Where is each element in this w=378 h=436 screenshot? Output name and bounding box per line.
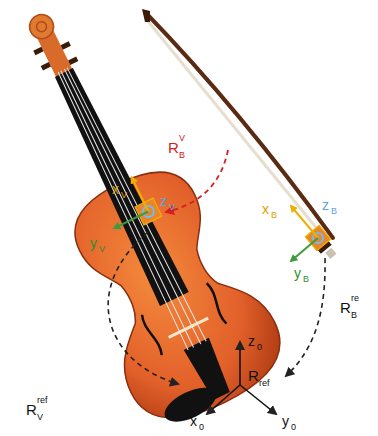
frame-symbol: R	[340, 300, 351, 315]
axis-label: x	[190, 414, 197, 428]
frame-subscript: V	[37, 413, 43, 422]
axis-label: z	[160, 194, 167, 208]
axis-subscript: V	[169, 203, 175, 212]
relation-arrow	[108, 232, 178, 384]
axis-subscript: 0	[257, 343, 262, 352]
frame-superscript: V	[179, 134, 185, 143]
axis-label: z	[248, 334, 255, 348]
axis-subscript: B	[271, 211, 277, 220]
frame-superscript: ref	[37, 396, 48, 405]
axis-label: y	[294, 266, 301, 280]
frame-superscript: re	[351, 294, 359, 303]
frame-subscript: B	[351, 311, 357, 320]
axis-label: y	[90, 236, 97, 250]
axis-subscript: V	[99, 245, 105, 254]
axis-subscript: B	[331, 207, 337, 216]
axis-label: x	[262, 202, 269, 216]
frame-subscript: B	[179, 151, 185, 160]
reference-frame	[207, 342, 276, 414]
frame-subscript: ref	[259, 379, 270, 388]
axis-label: y	[282, 414, 289, 428]
axis-label: z	[322, 198, 329, 212]
axis-subscript: 0	[199, 423, 204, 432]
frame-symbol: R	[168, 140, 179, 155]
relation-arrow	[166, 150, 228, 212]
axis-subscript: B	[303, 275, 309, 284]
axis-subscript: 0	[291, 423, 296, 432]
axis-subscript: V	[121, 191, 127, 200]
violin	[0, 0, 297, 436]
relation-arrow	[286, 258, 325, 376]
frame-symbol: R	[248, 368, 259, 383]
frame-symbol: R	[26, 402, 37, 417]
axis-label: x	[112, 182, 119, 196]
